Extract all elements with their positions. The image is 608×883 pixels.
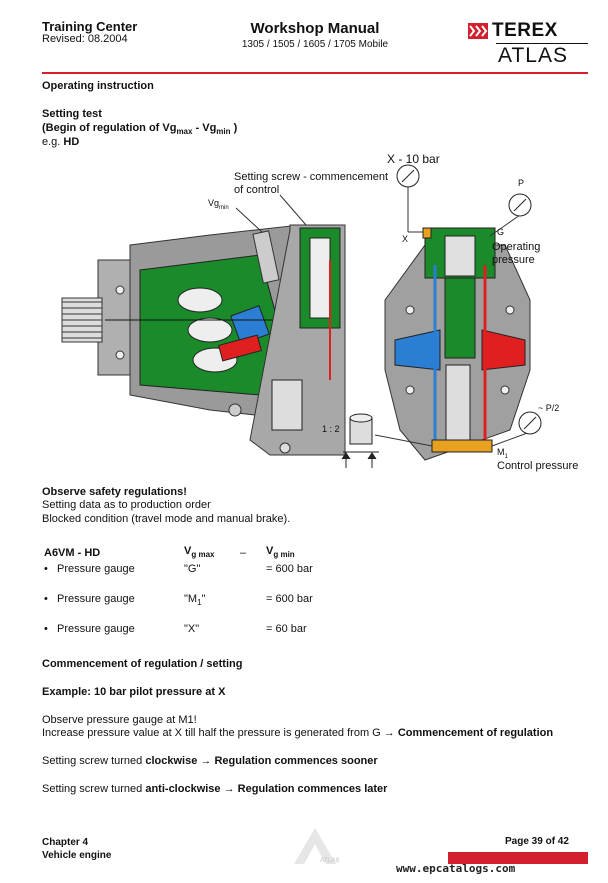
table-cell-value: = 600 bar bbox=[266, 593, 313, 605]
source-url[interactable]: www.epcatalogs.com bbox=[396, 862, 516, 875]
revised-date: Revised: 08.2004 bbox=[42, 33, 128, 45]
col-dash: – bbox=[240, 547, 247, 559]
gauge-x bbox=[396, 164, 420, 188]
setting-test-title: Setting test bbox=[42, 108, 102, 120]
increase-pressure: Increase pressure value at X till half t… bbox=[42, 727, 554, 739]
label-control-pressure: Control pressure bbox=[497, 460, 579, 472]
label-operating: Operating bbox=[492, 241, 541, 253]
atlas-watermark-icon: ATLAS bbox=[290, 824, 340, 868]
header-center: Workshop Manual 1305 / 1505 / 1605 / 170… bbox=[220, 20, 410, 50]
label-m1: M1 bbox=[497, 447, 508, 460]
label-setting-screw-1: Setting screw - commencement bbox=[234, 171, 389, 183]
clockwise-line: Setting screw turned clockwise → Regulat… bbox=[42, 755, 378, 767]
observe-safety: Observe safety regulations! bbox=[42, 486, 187, 498]
table-cell-value: = 600 bar bbox=[266, 563, 313, 575]
table-cell-gauge: "X" bbox=[184, 623, 200, 635]
manual-title: Workshop Manual bbox=[250, 20, 380, 37]
training-center: Training Center bbox=[42, 19, 138, 34]
terex-mark-icon bbox=[468, 23, 488, 39]
observe-m1: Observe pressure gauge at M1! bbox=[42, 714, 197, 726]
label-setting-screw-2: of control bbox=[234, 184, 280, 196]
label-x: X bbox=[402, 234, 409, 244]
example-hd: e.g. HD bbox=[42, 136, 80, 148]
label-pressure: pressure bbox=[492, 254, 535, 266]
motor-housing bbox=[61, 224, 301, 421]
ratio-pump bbox=[341, 413, 379, 468]
col-vg-min: Vg min bbox=[266, 545, 295, 560]
section-view bbox=[374, 186, 531, 461]
gauge-p bbox=[508, 193, 532, 217]
page-number: Page 39 of 42 bbox=[505, 836, 569, 847]
brand-terex: TEREX bbox=[492, 20, 558, 41]
label-g: G bbox=[497, 227, 505, 237]
label-p: P bbox=[518, 178, 525, 188]
table-row: • Pressure gauge bbox=[44, 563, 135, 575]
label-ratio: 1 : 2 bbox=[322, 424, 340, 434]
gauge-p-half bbox=[518, 411, 542, 435]
setting-data: Setting data as to production order bbox=[42, 499, 211, 511]
header-left: Training Center Revised: 08.2004 bbox=[42, 20, 137, 46]
footer-chapter: Chapter 4 Vehicle engine bbox=[42, 836, 111, 862]
header-divider bbox=[42, 72, 588, 74]
blocked-condition: Blocked condition (travel mode and manua… bbox=[42, 513, 291, 525]
section-title: Operating instruction bbox=[42, 80, 154, 92]
svg-text:ATLAS: ATLAS bbox=[320, 858, 340, 864]
vg-min-screw bbox=[235, 207, 280, 284]
chapter: Chapter 4 bbox=[42, 837, 89, 848]
col-vg-max: Vg max bbox=[184, 545, 215, 560]
example-title: Example: 10 bar pilot pressure at X bbox=[42, 686, 226, 698]
table-cell-value: = 60 bar bbox=[266, 623, 307, 635]
begin-regulation: (Begin of regulation of Vgmax - Vgmin ) bbox=[42, 122, 238, 137]
table-title: A6VM - HD bbox=[44, 547, 101, 559]
table-row: • Pressure gauge bbox=[44, 593, 135, 605]
table-cell-gauge: "G" bbox=[184, 563, 201, 575]
vehicle-engine: Vehicle engine bbox=[42, 850, 112, 861]
brand-atlas: ATLAS bbox=[498, 44, 568, 67]
footer-red-bar bbox=[448, 852, 588, 864]
label-p-half: ~ P/2 bbox=[538, 403, 560, 413]
label-vg-min: Vgmin bbox=[208, 198, 229, 211]
label-x-10bar: X - 10 bar bbox=[387, 152, 440, 166]
table-row: • Pressure gauge bbox=[44, 623, 135, 635]
terex-atlas-logo: TEREX ATLAS bbox=[468, 20, 588, 70]
models: 1305 / 1505 / 1605 / 1705 Mobile bbox=[241, 39, 389, 50]
anticlockwise-line: Setting screw turned anti-clockwise → Re… bbox=[42, 783, 388, 795]
control-valve-block bbox=[249, 194, 346, 456]
table-cell-gauge: "M1" bbox=[184, 593, 206, 608]
commencement-title: Commencement of regulation / setting bbox=[42, 658, 243, 670]
